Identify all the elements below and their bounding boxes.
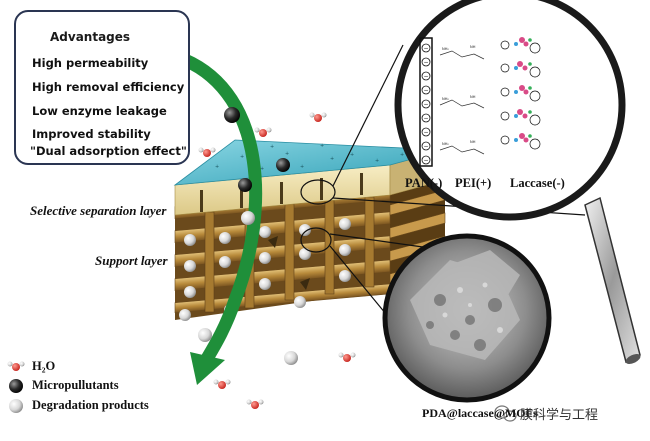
svg-text:+: +: [215, 164, 219, 170]
support-layer-label: Support layer: [95, 253, 168, 268]
svg-text:−: −: [423, 115, 428, 122]
advantage-item: High removal efficiency: [32, 80, 185, 94]
legend-h2o: H₂O: [32, 359, 56, 373]
sem-micrograph: [382, 233, 552, 403]
svg-text:+: +: [350, 152, 354, 158]
svg-text:−: −: [423, 143, 428, 150]
svg-text:+: +: [260, 166, 264, 172]
legend-degradation: Degradation products: [32, 398, 149, 412]
molecular-zoom: − − − − − − − − − NH₂ NH NH₂ NH NH₂ NH: [394, 0, 626, 221]
laccase-label: Laccase(-): [510, 176, 565, 190]
svg-text:−: −: [423, 157, 428, 164]
selective-layer-label: Selective separation layer: [30, 203, 167, 218]
svg-text:−: −: [423, 101, 428, 108]
svg-text:+: +: [330, 156, 334, 162]
legend-micropollutants: Micropullutants: [32, 378, 119, 392]
advantage-item: High permeability: [32, 56, 149, 70]
svg-text:−: −: [423, 73, 428, 80]
advantages-box: [14, 10, 190, 165]
advantage-item: "Dual adsorption effect": [30, 144, 187, 158]
svg-text:NH: NH: [470, 95, 476, 99]
svg-text:+: +: [300, 164, 304, 170]
svg-text:NH₂: NH₂: [442, 142, 449, 146]
svg-text:NH₂: NH₂: [442, 47, 449, 51]
watermark: 膜科学与工程: [520, 408, 599, 423]
svg-text:+: +: [240, 154, 244, 160]
svg-text:+: +: [320, 143, 324, 149]
svg-text:−: −: [423, 59, 428, 66]
svg-text:+: +: [400, 152, 404, 158]
molecules: [198, 107, 356, 409]
svg-text:−: −: [423, 87, 428, 94]
pan-label: PAN(-): [405, 176, 443, 190]
svg-text:−: −: [423, 129, 428, 136]
micrograph-caption: PDA@laccase@MOFs: [422, 406, 538, 420]
flow-arrow: [178, 53, 263, 385]
pei-label: PEI(+): [455, 176, 492, 190]
svg-text:+: +: [375, 158, 379, 164]
advantages-title: Advantages: [50, 30, 131, 44]
legend: [7, 361, 25, 413]
magnifier-handle: [584, 196, 641, 364]
svg-text:+: +: [270, 144, 274, 150]
svg-text:NH: NH: [470, 45, 476, 49]
advantage-item: Low enzyme leakage: [32, 104, 167, 118]
advantage-item: Improved stability: [32, 127, 151, 141]
svg-text:−: −: [423, 45, 428, 52]
svg-text:+: +: [285, 151, 289, 157]
svg-text:NH₂: NH₂: [442, 97, 449, 101]
wechat-icon: [494, 405, 517, 422]
svg-text:NH: NH: [470, 140, 476, 144]
